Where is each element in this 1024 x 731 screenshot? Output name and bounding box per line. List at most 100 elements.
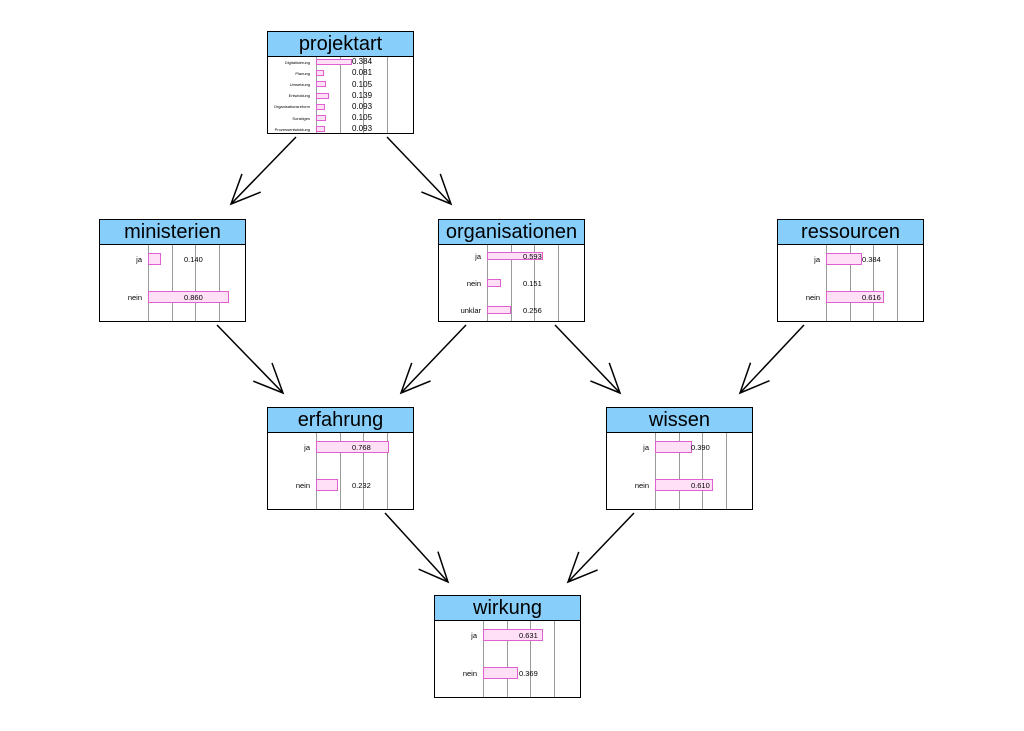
probability-value: 0.232 [352,480,371,490]
arrowhead [253,362,285,395]
node-title: ressourcen [778,220,923,245]
probability-value: 0.631 [519,630,538,640]
edge-organisationen-to-erfahrung [399,324,467,395]
probability-value: 0.256 [523,305,542,315]
gridline [702,433,704,509]
gridline [678,433,680,509]
node-title: ministerien [100,220,245,245]
probability-value: 0.081 [352,68,373,78]
probability-value: 0.384 [862,254,881,264]
state-label: ja [475,251,481,261]
edge-line [554,324,621,394]
probability-bar [148,291,230,303]
gridline [219,245,220,321]
state-label: ja [471,630,477,640]
gridline [506,621,508,697]
probability-bar [316,103,325,110]
state-label: ja [643,442,649,452]
probability-bar [316,115,326,121]
edge-line [230,136,297,205]
edge-ministerien-to-erfahrung [216,324,285,395]
arrowhead [566,551,598,584]
probability-bar [316,479,338,491]
probability-bar [316,70,324,77]
gridline [483,621,484,697]
arrowhead [399,362,431,395]
arrowhead [421,173,453,206]
probability-bar [316,81,326,88]
gridline [171,245,173,321]
edge-projektart-to-organisationen [386,136,453,206]
probability-bar [655,441,692,453]
probability-value: 0.390 [691,442,710,452]
state-label: Entwicklung [288,93,310,99]
probability-bar [487,278,502,288]
probability-bar [487,251,544,261]
state-label: ja [814,254,820,264]
state-label: Organisationsreform [273,104,310,110]
state-label: Sonstiges [292,115,310,121]
edge-wissen-to-wirkung [566,512,635,584]
state-label: Prozessentwicklung [274,126,310,132]
probability-value: 0.140 [184,254,203,264]
edge-line [739,324,805,394]
node-title: organisationen [439,220,584,245]
gridline [387,433,388,509]
probability-value: 0.105 [352,79,373,89]
probability-value: 0.384 [352,57,373,67]
node-title: wissen [607,408,752,433]
probability-bar [316,441,389,453]
probability-value: 0.105 [352,113,373,123]
arrowhead [418,551,450,584]
probability-value: 0.093 [352,102,373,111]
state-label: nein [466,278,481,288]
gridline [826,245,827,321]
gridline [195,245,197,321]
edge-projektart-to-ministerien [229,136,297,206]
gridline [510,245,512,321]
probability-value: 0.768 [352,442,371,452]
probability-value: 0.151 [523,278,542,288]
probability-bar [148,253,162,265]
state-label: Umsetzung [289,82,310,87]
probability-bar [483,629,543,641]
probability-bar [826,253,863,265]
state-label: nein [462,668,477,678]
gridline [873,245,875,321]
gridline [387,57,388,133]
probability-value: 0.139 [352,90,373,100]
probability-value: 0.369 [519,668,538,678]
probability-bar [826,291,885,303]
state-label: ja [136,254,142,264]
probability-value: 0.616 [862,292,881,302]
edge-line [216,324,284,394]
node-wirkung[interactable]: wirkung ja 0.631 nein 0.369 [434,595,581,698]
arrowhead [738,362,770,395]
edge-line [567,512,635,583]
probability-bar [655,479,713,491]
node-title: wirkung [435,596,580,621]
gridline [530,621,532,697]
state-label: nein [295,480,310,490]
gridline [363,57,365,133]
state-label: unklar [460,305,481,315]
state-label: nein [127,292,142,302]
gridline [339,433,341,509]
probability-value: 0.610 [691,480,710,490]
state-label: Digitalisierung [284,59,310,65]
edge-erfahrung-to-wirkung [384,512,450,584]
edge-organisationen-to-wissen [554,324,622,395]
node-body: ja 0.631 nein 0.369 [435,621,579,697]
edge-line [400,324,467,394]
